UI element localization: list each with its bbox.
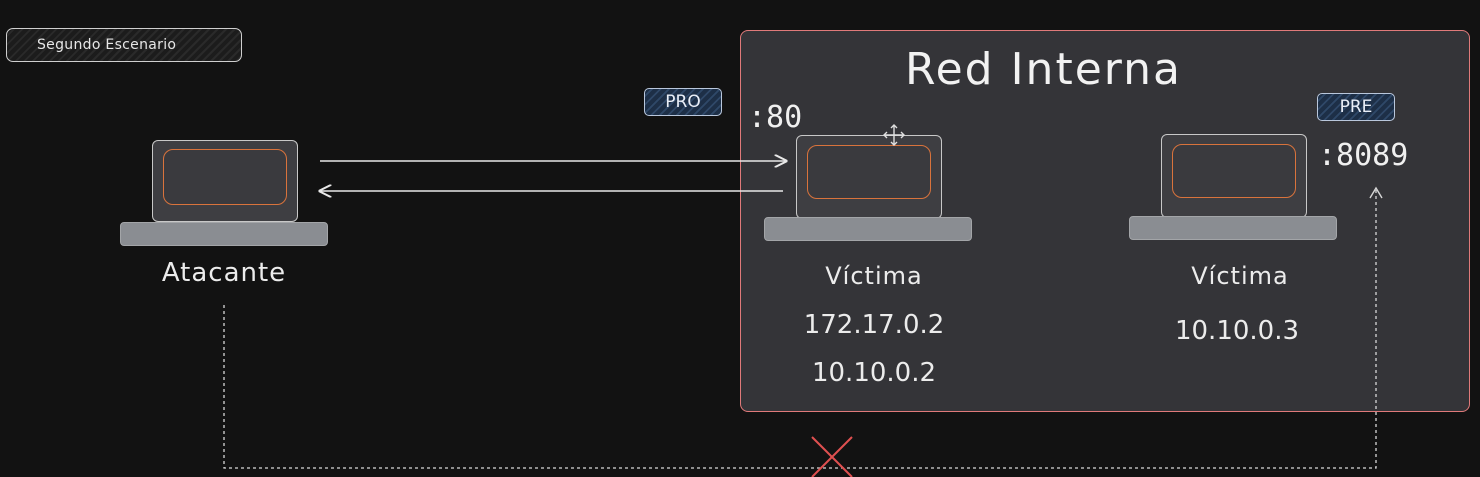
internal-network-title: Red Interna bbox=[905, 44, 1182, 95]
attacker-label: Atacante bbox=[161, 258, 287, 288]
victim2-laptop-icon bbox=[1129, 134, 1337, 242]
victim1-port-label: :80 bbox=[748, 100, 803, 135]
victim2-ip-1: 10.10.0.3 bbox=[1174, 316, 1300, 346]
victim1-ip-2: 10.10.0.2 bbox=[811, 358, 937, 388]
move-cursor-icon bbox=[883, 124, 905, 146]
pre-tag: PRE bbox=[1317, 93, 1395, 121]
victim2-path-arrowhead bbox=[1369, 186, 1383, 199]
blocked-x-marker bbox=[811, 436, 853, 477]
victim1-laptop-icon bbox=[764, 135, 972, 243]
victim2-label: Víctima bbox=[1191, 262, 1289, 290]
scenario-label[interactable]: Segundo Escenario bbox=[6, 28, 242, 62]
pro-tag: PRO bbox=[644, 88, 722, 116]
victim1-label: Víctima bbox=[825, 262, 923, 290]
victim1-ip-1: 172.17.0.2 bbox=[803, 310, 945, 340]
attacker-to-victim2-dotted-path bbox=[223, 190, 1377, 469]
victim2-port-label: :8089 bbox=[1318, 138, 1409, 173]
attacker-laptop-icon bbox=[120, 140, 328, 248]
